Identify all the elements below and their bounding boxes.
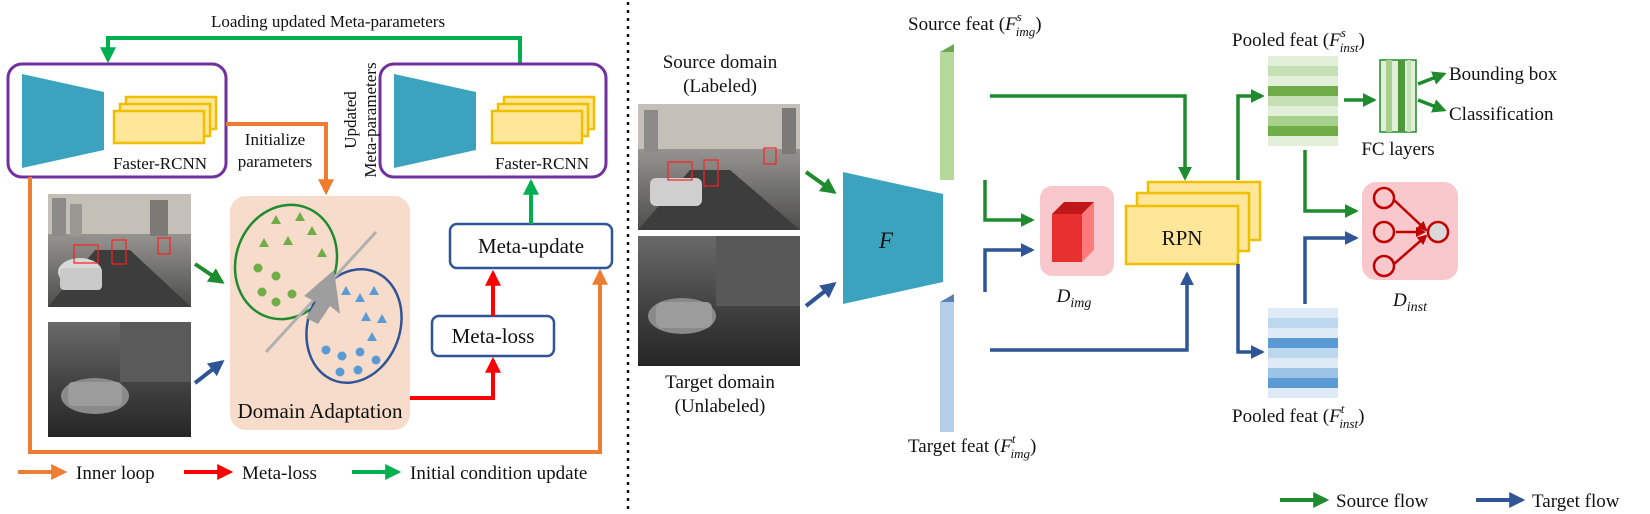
fc-to-class-arrow: [1417, 98, 1447, 113]
backbone-encoder: F: [843, 172, 943, 304]
target-cluster: [305, 268, 403, 384]
encoder-trapezoid-icon: [394, 74, 476, 168]
target-domain-sublabel: (Unlabeled): [675, 396, 766, 417]
fc-layers: FC layers: [1361, 59, 1435, 160]
loading-meta-params-label: Loading updated Meta-parameters: [211, 12, 445, 31]
target-to-rpn-arrow: [990, 271, 1194, 352]
source-points: [253, 212, 327, 307]
pooled-target-to-dinst-arrow: [1303, 231, 1359, 304]
rpn-block: RPN: [1124, 180, 1262, 266]
legend-initial-condition-label: Initial condition update: [410, 463, 587, 484]
source-to-dimg-arrow: [983, 180, 1035, 227]
d-img-label: Dimg: [1056, 286, 1092, 311]
classification-label: Classification: [1449, 104, 1554, 125]
pooled-target-features: [1268, 308, 1338, 398]
loading-meta-params-arrow: [100, 36, 522, 64]
domain-adaptation-label: Domain Adaptation: [237, 399, 403, 423]
left-panel: Loading updated Meta-parameters Faster-R…: [6, 12, 614, 484]
updated-label-line2: Meta-parameters: [361, 62, 380, 177]
faster-rcnn-left-label: Faster-RCNN: [113, 154, 207, 173]
encoder-trapezoid-icon: [22, 74, 104, 168]
left-legend: Inner loop Meta-loss Initial condition u…: [18, 463, 587, 484]
fc-layers-label: FC layers: [1361, 139, 1434, 160]
target-thermal-image: [48, 322, 191, 437]
source-rgb-image: [48, 194, 191, 307]
meta-update-label: Meta-update: [478, 234, 584, 258]
source-to-rpn-arrow: [990, 94, 1192, 181]
rpn-label: RPN: [1162, 226, 1203, 250]
pooled-source-to-dinst-arrow: [1303, 150, 1359, 218]
target-domain-label: Target domain: [665, 372, 775, 393]
target-feature-face: [940, 302, 954, 432]
initialize-label-line1: Initialize: [245, 130, 305, 149]
feature-maps-icon: [112, 95, 218, 145]
initialize-arrow: [226, 122, 334, 196]
meta-loss-label: Meta-loss: [452, 324, 535, 348]
target-points: [321, 286, 387, 377]
source-flow-arrow: [193, 262, 225, 284]
target-image: [638, 236, 800, 366]
faster-rcnn-right-label: Faster-RCNN: [495, 154, 589, 173]
meta-loss-flow-arrow: [410, 356, 501, 400]
target-flow-arrow: [193, 360, 225, 385]
updated-label-line1: Updated: [341, 91, 360, 149]
source-feature-face: [940, 52, 954, 180]
source-domain-label: Source domain: [663, 52, 778, 73]
right-legend: Source flow Target flow: [1280, 491, 1620, 512]
source-input-arrow: [804, 170, 837, 194]
domain-adaptation-box: Domain Adaptation: [230, 196, 410, 430]
image-discriminator: Dimg: [1040, 186, 1114, 311]
d-inst-label: Dinst: [1392, 290, 1428, 315]
node-icon: [1372, 254, 1396, 278]
initialize-label-line2: parameters: [238, 152, 313, 171]
node-icon: [1372, 220, 1396, 244]
source-domain-sublabel: (Labeled): [683, 76, 757, 97]
rpn-to-pooled-source-arrow: [1236, 89, 1265, 180]
pooled-source-features: [1268, 56, 1338, 146]
source-image: [638, 104, 800, 230]
faster-rcnn-box-right: Faster-RCNN: [378, 62, 608, 179]
right-panel: Source domain (Labeled) Target domain (U…: [638, 9, 1620, 512]
legend-source-flow-label: Source flow: [1336, 491, 1429, 512]
inner-loop-arrow: [28, 177, 608, 454]
instance-discriminator: Dinst: [1362, 182, 1458, 315]
backbone-label: F: [878, 228, 894, 253]
legend-target-flow-label: Target flow: [1532, 491, 1620, 512]
rpn-to-pooled-target-arrow: [1236, 264, 1265, 359]
legend-meta-loss-label: Meta-loss: [242, 463, 317, 484]
node-icon: [1426, 220, 1450, 244]
legend-inner-loop-label: Inner loop: [76, 463, 155, 484]
feature-maps-icon: [490, 95, 596, 145]
fc-to-bbox-arrow: [1417, 71, 1447, 86]
node-icon: [1372, 186, 1396, 210]
target-input-arrow: [804, 282, 837, 308]
alignment-arrow-icon: [304, 270, 340, 324]
target-to-dimg-arrow: [983, 243, 1035, 292]
faster-rcnn-box-left: Faster-RCNN: [6, 62, 228, 179]
bounding-box-label: Bounding box: [1449, 64, 1558, 85]
